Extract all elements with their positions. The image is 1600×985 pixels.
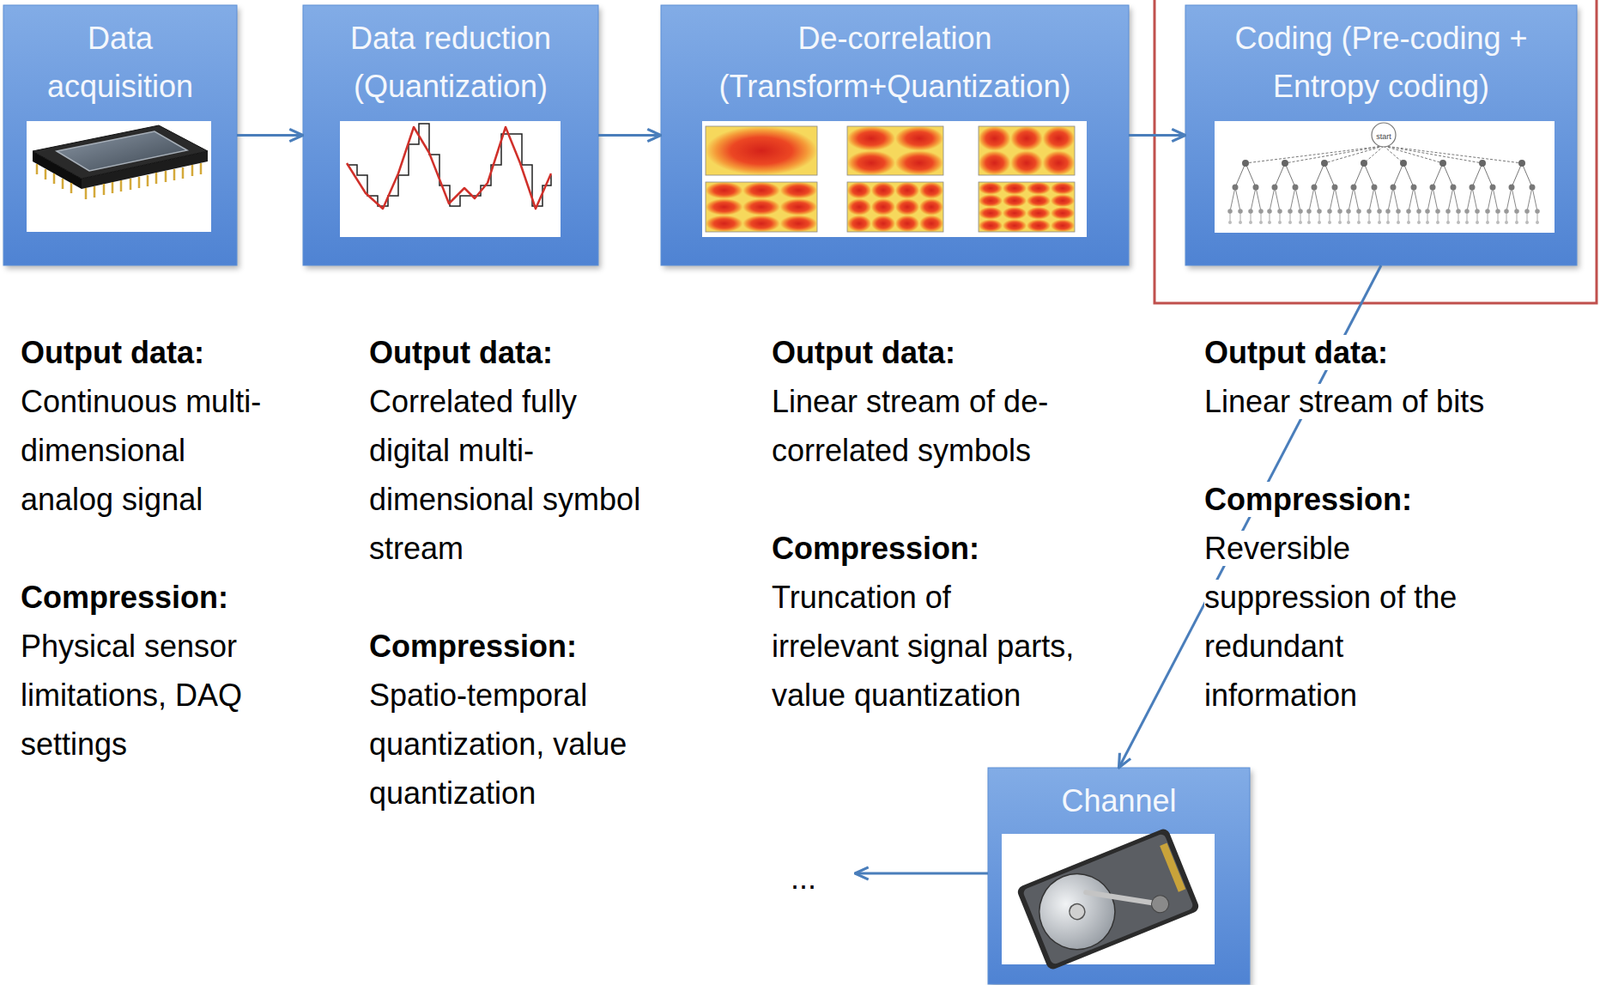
text-column: Output data: Linear stream of bitsCompres… — [1204, 327, 1492, 720]
description-text: Linear stream of de-correlated symbols — [771, 383, 1049, 468]
box-title: Data acquisition — [21, 14, 219, 111]
tree-leaf — [1230, 220, 1538, 225]
section-heading: Compression: — [20, 579, 229, 615]
box-fill — [3, 5, 237, 266]
label-line: Output data: — [20, 327, 279, 377]
description-text: Linear stream of bits — [1204, 383, 1485, 419]
tree-branch — [1230, 187, 1538, 212]
description-text: Reversible suppression of the redundant … — [1204, 530, 1457, 713]
text-column: Output data: Correlated fully digital mul… — [369, 327, 653, 818]
label-line: Continuous multi-dimensional analog sign… — [20, 376, 279, 524]
tree-root — [1371, 122, 1396, 147]
label-line: start — [1375, 127, 1392, 143]
flow-arrow — [236, 133, 304, 137]
quantized-signal — [346, 123, 552, 209]
basis-tile — [978, 126, 1075, 176]
label-line: Physical sensor limitations, DAQ setting… — [20, 621, 279, 769]
description-text: Correlated fully digital multi-dimension… — [369, 383, 641, 566]
label-line: Spatio-temporal quantization, value quan… — [369, 670, 653, 818]
box-fill — [987, 767, 1250, 984]
label-line: Linear stream of de-correlated symbols — [771, 376, 1083, 475]
image-panel — [339, 121, 561, 237]
box-fill — [303, 5, 599, 266]
box-shadow — [1187, 8, 1580, 269]
basis-tiles — [705, 126, 1075, 232]
drive-connector — [1159, 842, 1186, 892]
box-fill — [1185, 5, 1577, 266]
section-heading: Compression: — [771, 530, 980, 566]
tree-node — [1235, 184, 1533, 191]
tree-branch — [1230, 211, 1538, 222]
label-line: Compression: — [369, 621, 653, 671]
code-tree — [1230, 122, 1538, 223]
process-box: De-correlation (Transform+Quantization) — [660, 5, 1129, 266]
description-text: Continuous multi-dimensional analog sign… — [20, 383, 261, 517]
hard-drive — [1015, 826, 1200, 971]
drive-platter — [1028, 861, 1128, 961]
section-heading: Compression: — [369, 628, 577, 664]
process-box: Data reduction (Quantization) — [303, 5, 599, 266]
description-text: Physical sensor limitations, DAQ setting… — [20, 628, 243, 762]
drive-arm — [1085, 867, 1160, 928]
label-line: Output data: — [771, 327, 1083, 377]
basis-tile — [705, 181, 818, 232]
chip-pins — [36, 163, 201, 200]
section-heading: Output data: — [369, 334, 553, 370]
tree-branch — [1235, 163, 1533, 188]
image-panel — [702, 121, 1087, 237]
section-heading: Output data: — [771, 334, 956, 370]
drive-body — [1015, 826, 1200, 971]
basis-tile — [978, 181, 1075, 232]
label-line: Compression: — [20, 572, 279, 622]
label-line: Compression: — [771, 523, 1083, 573]
section-heading: Output data: — [20, 334, 205, 370]
label-line: Linear stream of bits — [1204, 376, 1492, 426]
box-title: De-correlation (Transform+Quantization) — [672, 14, 1119, 111]
flow-arrow — [1128, 133, 1186, 137]
analog-signal — [346, 127, 552, 209]
image-panel — [1214, 121, 1555, 233]
label-line: Output data: — [369, 327, 653, 377]
label-line: Correlated fully digital multi-dimension… — [369, 376, 653, 573]
label-line: Output data: — [1204, 327, 1492, 377]
output-arrow — [854, 872, 988, 875]
chip-top — [32, 125, 208, 179]
process-box: Channel — [987, 767, 1250, 984]
basis-tile — [847, 126, 944, 176]
text-column: Output data: Continuous multi-dimensional… — [20, 327, 279, 769]
box-title: Channel — [999, 776, 1240, 825]
description-text: Truncation of irrelevant signal parts, v… — [771, 579, 1074, 713]
image-panel — [26, 121, 212, 232]
drive-spindle — [1066, 901, 1087, 922]
tree-branch — [1245, 145, 1522, 164]
text-column: Output data: Linear stream of de-correlat… — [771, 327, 1083, 720]
basis-tile — [705, 126, 818, 176]
section-heading: Output data: — [1204, 334, 1388, 370]
annotation: start — [1375, 132, 1392, 141]
highlight-frame — [1154, 0, 1597, 304]
drive-base — [1022, 832, 1194, 965]
tree-node — [1245, 159, 1522, 167]
section-heading: Compression: — [1204, 481, 1413, 517]
annotation: ... — [790, 860, 817, 896]
process-box: Data acquisition — [3, 5, 237, 266]
label-line: ... — [790, 858, 817, 897]
box-title: Coding (Pre-coding + Entropy coding) — [1195, 14, 1567, 111]
label-line: Compression: — [1204, 474, 1492, 524]
basis-tile — [847, 181, 944, 232]
label-line: Reversible suppression of the redundant … — [1204, 523, 1492, 720]
flow-arrow — [598, 133, 661, 137]
sensor-chip — [32, 125, 208, 200]
drive-pivot — [1149, 892, 1172, 916]
description-text: Spatio-temporal quantization, value quan… — [369, 677, 627, 811]
sensor-area — [56, 131, 188, 171]
tree-node — [1230, 208, 1538, 214]
box-fill — [660, 5, 1129, 266]
label-line: Truncation of irrelevant signal parts, v… — [771, 572, 1083, 720]
box-title: Data reduction (Quantization) — [313, 14, 588, 111]
